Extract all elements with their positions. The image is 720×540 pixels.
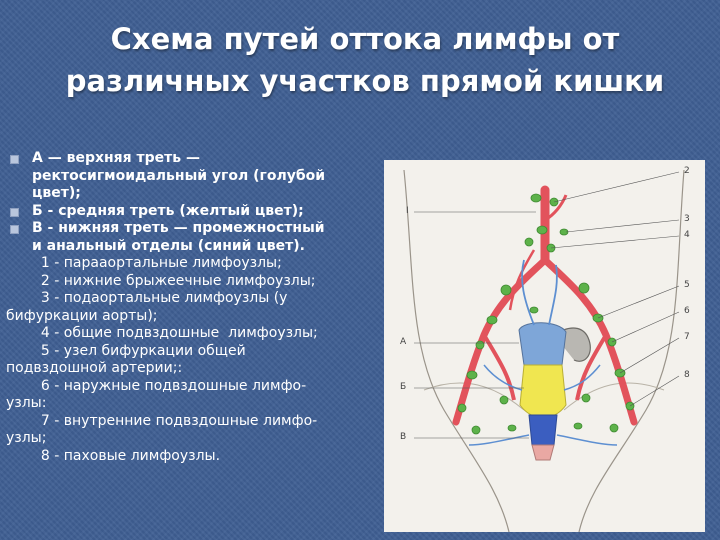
lymph-drainage-figure: 2 3 4 5 6 7 8 I А Б В [384,160,705,532]
legend-line: 5 - узел бифуркации общей [6,343,380,361]
figure-label-1: I [406,206,409,216]
figure-label-5: 5 [684,280,690,290]
bullet-item-b: Б - средняя треть (желтый цвет); [6,203,380,221]
legend-line: 7 - внутренние подвздошные лимфо- [6,413,380,431]
text-block: А — верхняя треть — ректосигмоидальный у… [6,150,380,465]
bullet-item-a: А — верхняя треть — ректосигмоидальный у… [6,150,380,203]
anatomy-illustration [384,160,705,532]
square-bullet-icon [10,225,19,234]
bullet-item-v: В - нижняя треть — промежностный и аналь… [6,220,380,255]
bullet-line: ректосигмоидальный угол (голубой [32,168,380,186]
legend-line: 2 - нижние брыжеечные лимфоузлы; [6,273,380,291]
legend-line: узлы: [6,395,380,413]
figure-label-8: 8 [684,370,690,380]
bullet-line: А — верхняя треть — [32,150,380,168]
bullet-line: цвет); [32,185,380,203]
figure-label-6: 6 [684,306,690,316]
square-bullet-icon [10,155,19,164]
figure-label-7: 7 [684,332,690,342]
figure-label-v: В [400,432,406,442]
bullet-line: В - нижняя треть — промежностный [32,220,380,238]
legend-line: 4 - общие подвздошные лимфоузлы; [6,325,380,343]
slide-title: Схема путей оттока лимфы от различных уч… [20,18,710,102]
legend-line: 8 - паховые лимфоузлы. [6,448,380,466]
bullet-line: и анальный отделы (синий цвет). [32,238,380,256]
legend-line: 1 - парааортальные лимфоузлы; [6,255,380,273]
legend-line: подвздошной артерии;: [6,360,380,378]
figure-label-a: А [400,337,406,347]
figure-label-2: 2 [684,166,690,176]
legend-line: 3 - подаортальные лимфоузлы (у [6,290,380,308]
figure-label-b: Б [400,382,406,392]
bullet-line: Б - средняя треть (желтый цвет); [32,203,380,221]
figure-label-3: 3 [684,214,690,224]
square-bullet-icon [10,208,19,217]
figure-label-4: 4 [684,230,690,240]
title-line-1: Схема путей оттока лимфы от [20,18,710,60]
legend-line: 6 - наружные подвздошные лимфо- [6,378,380,396]
legend-line: бифуркации аорты); [6,308,380,326]
legend-line: узлы; [6,430,380,448]
title-line-2: различных участков прямой кишки [20,60,710,102]
